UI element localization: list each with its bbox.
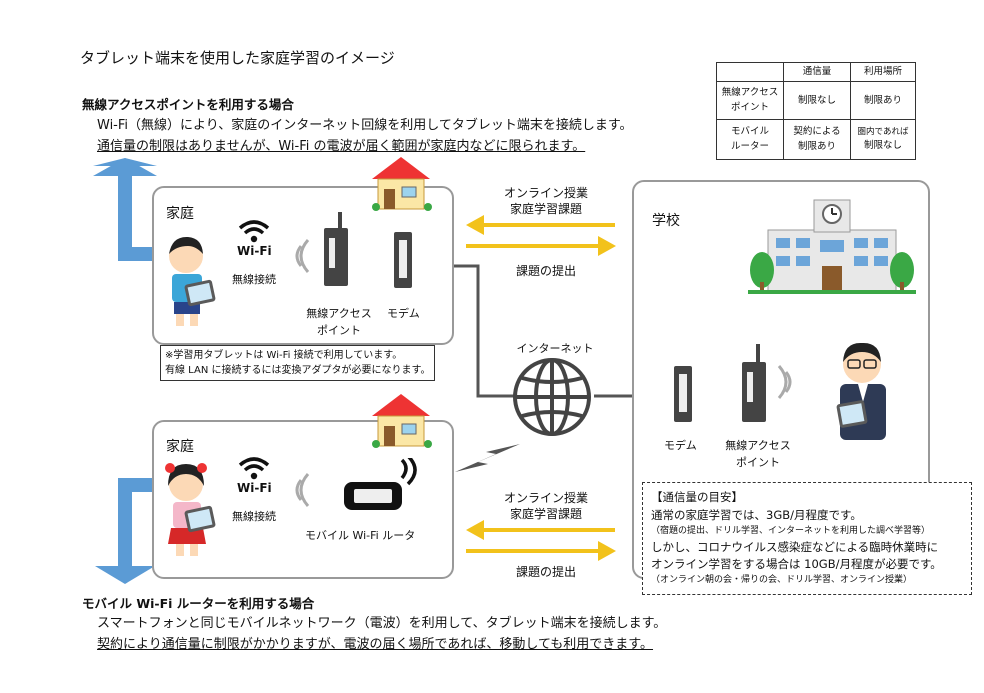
access-point-icon — [742, 344, 766, 422]
table-header-row: 通信量 利用場所 — [716, 61, 916, 83]
teacher-icon — [836, 342, 886, 440]
school-building-icon — [748, 199, 916, 294]
table-row: 無線アクセスポイント 制限なし 制限あり — [716, 81, 916, 121]
table-header-cell: 利用場所 — [850, 61, 916, 83]
ap-label-line2: ポイント — [317, 324, 361, 337]
table-cell: 無線アクセスポイント — [716, 81, 784, 121]
online-class-label: オンライン授業 — [503, 186, 588, 200]
mobile-line1: スマートフォンと同じモバイルネットワーク（電波）を利用して、タブレット端末を接続… — [97, 616, 667, 631]
usage-sub1: （宿題の提出、ドリル学習、インターネットを利用した調べ学習等） — [651, 525, 931, 536]
modem-label: モデム — [664, 439, 697, 452]
blue-up-arrow — [93, 158, 160, 261]
arrow-bottom-right — [466, 541, 616, 561]
wireless-line2: 通信量の制限はありませんが、Wi-Fi の電波が届く範囲が家庭内などに限られます… — [97, 139, 586, 154]
blue-down-arrow — [95, 478, 160, 584]
signal-waves-icon — [777, 365, 792, 399]
traffic-line1: 契約による — [793, 126, 841, 138]
traffic-line2: 制限あり — [797, 140, 836, 152]
place-line1: 圏内であれば — [857, 127, 909, 138]
arrow-bottom-left — [466, 520, 615, 540]
page-title: タブレット端末を使用した家庭学習のイメージ — [80, 49, 395, 67]
table-cell: 圏内であれば制限なし — [850, 119, 916, 161]
submit-label: 課題の提出 — [515, 264, 576, 278]
wireless-conn-label: 無線接続 — [232, 510, 276, 523]
ap-label-line2: ポイント — [736, 456, 780, 469]
usage-line3: オンライン学習をする場合は 10GB/月程度が必要です。 — [651, 557, 942, 572]
arrow-top-right — [466, 236, 616, 256]
modem-icon — [674, 366, 692, 422]
usage-title: 【通信量の目安】 — [651, 490, 743, 504]
ap-label-line1: 無線アクセス — [306, 307, 372, 320]
table-cell: 契約による制限あり — [783, 119, 851, 161]
note-box: ※学習用タブレットは Wi-Fi 接続で利用しています。 有線 LAN に接続す… — [160, 345, 436, 381]
wireless-conn-label: 無線接続 — [232, 273, 276, 286]
signal-waves-icon — [295, 473, 310, 507]
mobile-router-label: モバイル Wi-Fi ルータ — [305, 529, 416, 542]
homework-label: 家庭学習課題 — [509, 507, 582, 521]
usage-sub2: （オンライン朝の会・帰りの会、ドリル学習、オンライン授業） — [651, 575, 913, 586]
girl-student-icon — [165, 463, 216, 556]
homework-label: 家庭学習課題 — [509, 202, 582, 216]
row-name-line2: ポイント — [730, 101, 769, 113]
ap-label-line1: 無線アクセス — [725, 439, 791, 452]
modem-icon — [394, 232, 412, 288]
table-cell: 制限なし — [783, 81, 851, 121]
wifi-text: Wi-Fi — [237, 481, 272, 495]
note-line2: 有線 LAN に接続するには変換アダプタが必要になります。 — [165, 365, 431, 376]
globe-icon — [513, 358, 591, 436]
usage-line2: しかし、コロナウイルス感染症などによる臨時休業時に — [651, 539, 939, 554]
mobile-router-icon — [344, 458, 417, 510]
table-row: モバイルルーター 契約による制限あり 圏内であれば制限なし — [716, 119, 916, 161]
place-line2: 制限なし — [863, 139, 902, 151]
home2-label: 家庭 — [166, 439, 194, 455]
mobile-heading: モバイル Wi-Fi ルーターを利用する場合 — [82, 596, 315, 611]
access-point-icon — [324, 212, 348, 286]
usage-line1: 通常の家庭学習では、3GB/月程度です。 — [651, 507, 862, 522]
wifi-icon — [238, 457, 270, 480]
wireless-heading: 無線アクセスポイントを利用する場合 — [82, 97, 294, 112]
modem-label: モデム — [387, 307, 420, 320]
usage-estimate-box: 【通信量の目安】 通常の家庭学習では、3GB/月程度です。 （宿題の提出、ドリル… — [642, 482, 972, 596]
internet-label: インターネット — [516, 342, 594, 355]
boy-student-icon — [169, 236, 216, 326]
wireless-line1: Wi-Fi（無線）により、家庭のインターネット回線を利用してタブレット端末を接続… — [97, 118, 633, 133]
row-name-line1: 無線アクセス — [721, 87, 779, 99]
mobile-line2: 契約により通信量に制限がかかりますが、電波の届く場所であれば、移動しても利用でき… — [97, 637, 654, 652]
wifi-icon — [238, 220, 270, 243]
arrow-top-left — [466, 215, 615, 235]
note-line1: ※学習用タブレットは Wi-Fi 接続で利用しています。 — [165, 350, 403, 361]
house-icon — [372, 157, 432, 211]
comparison-table: 通信量 利用場所 無線アクセスポイント 制限なし 制限あり モバイルルーター 契… — [716, 61, 916, 161]
row-name-line2: ルーター — [730, 140, 769, 152]
house-icon — [372, 394, 432, 448]
online-class-label: オンライン授業 — [503, 491, 588, 505]
wifi-text: Wi-Fi — [237, 244, 272, 258]
school-label: 学校 — [652, 213, 680, 229]
home1-label: 家庭 — [166, 206, 194, 222]
lightning-icon — [455, 444, 520, 472]
row-name-line1: モバイル — [730, 126, 769, 138]
signal-waves-icon — [295, 239, 310, 273]
submit-label: 課題の提出 — [515, 565, 576, 579]
